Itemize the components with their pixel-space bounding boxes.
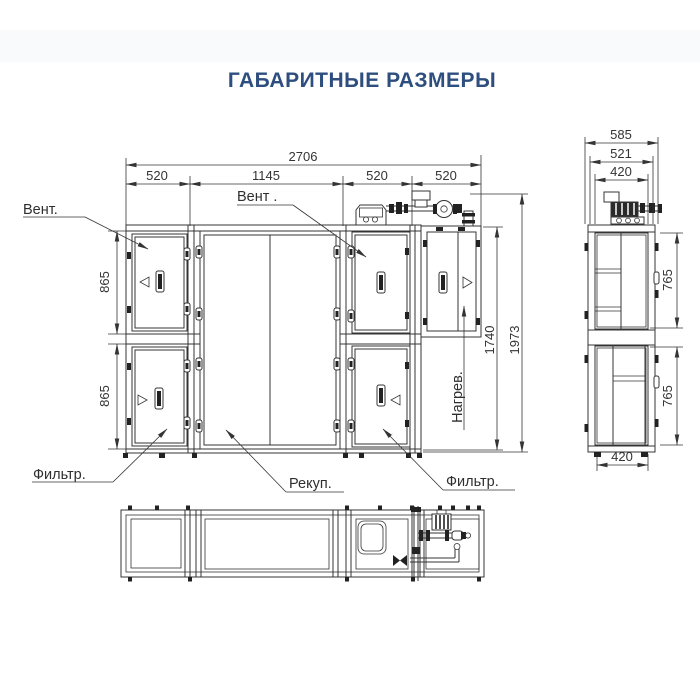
airflow-right-triangle-icon: [137, 394, 148, 406]
dim-front-fan-right-width: 520: [366, 168, 388, 183]
svg-text:Фильтр.: Фильтр.: [446, 474, 499, 490]
valve-icon: [393, 555, 400, 566]
control-box: [355, 204, 387, 226]
heater-section: [420, 225, 482, 338]
side-latches: [584, 243, 660, 432]
plan-tabs: [128, 505, 481, 582]
plan-section-dividers: [184, 510, 425, 577]
dim-front-upper-height: 865: [97, 271, 112, 293]
valve-icon: [400, 555, 407, 566]
plan-piping: [393, 506, 471, 581]
airflow-right-triangle-icon: [462, 276, 473, 289]
dim-front-total-width: 2706: [289, 149, 318, 164]
airflow-left-triangle-icon: [390, 394, 401, 406]
dim-front-heater-width: 520: [435, 168, 457, 183]
dim-front-fan-left-width: 520: [146, 168, 168, 183]
valve-actuator: [411, 190, 431, 201]
front-dimensions: 2706 520 1145 520 520 865 865 1740 1973: [97, 149, 528, 453]
pump-assembly: [386, 190, 475, 227]
svg-text:Вент .: Вент .: [237, 189, 277, 205]
label-fan-left: Вент.: [23, 202, 149, 250]
dim-side-lower-module-height: 765: [660, 385, 675, 407]
front-labels: Вент. Вент . Фильтр. Рекуп. Фильтр. Нагр…: [23, 189, 515, 493]
front-view: [123, 190, 482, 458]
label-filter-left: Фильтр.: [32, 428, 168, 483]
door-fan-left: [127, 233, 191, 332]
dim-front-total-height: 1973: [507, 326, 522, 355]
dim-front-recuperator-width: 1145: [252, 168, 280, 183]
door-recuperator: [195, 230, 341, 450]
svg-text:Вент.: Вент.: [23, 202, 58, 218]
side-frame: [587, 224, 656, 453]
side-upper-module: [594, 232, 649, 330]
plan-access-panel: [357, 520, 387, 555]
door-filter-left: [127, 346, 191, 447]
pump-motor-icon: [610, 201, 639, 217]
svg-text:Фильтр.: Фильтр.: [33, 467, 86, 483]
airflow-left-triangle-icon: [139, 276, 150, 288]
side-lower-module: [594, 345, 649, 446]
valve-actuator: [603, 191, 620, 203]
side-view: [584, 191, 662, 457]
label-recuperator: Рекуп.: [225, 429, 344, 493]
side-feet: [594, 452, 648, 457]
header-band: [0, 30, 700, 62]
door-fan-right: [347, 231, 411, 334]
dim-side-depth-total: 585: [610, 127, 632, 142]
label-fan-right: Вент .: [237, 189, 367, 258]
front-feet: [123, 453, 422, 458]
svg-text:Нагрев.: Нагрев.: [450, 371, 466, 423]
dim-side-depth-frame: 521: [610, 146, 632, 161]
circulation-pump-icon: [435, 200, 453, 218]
dim-side-depth-door: 420: [610, 164, 632, 179]
dim-front-body-height: 1740: [482, 326, 497, 355]
page-title: ГАБАРИТНЫЕ РАЗМЕРЫ: [228, 69, 496, 92]
door-filter-right: [347, 345, 411, 448]
side-dimensions: 585 521 420 765 765 420: [584, 127, 683, 471]
label-heater: Нагрев.: [450, 305, 467, 430]
plan-view: [120, 505, 485, 582]
dim-front-lower-height: 865: [97, 385, 112, 407]
dim-side-base-width: 420: [611, 449, 633, 464]
side-pump-assembly: [603, 191, 662, 225]
label-filter-right: Фильтр.: [382, 428, 515, 491]
dim-side-upper-module-height: 765: [660, 269, 675, 291]
svg-text:Рекуп.: Рекуп.: [289, 476, 332, 492]
